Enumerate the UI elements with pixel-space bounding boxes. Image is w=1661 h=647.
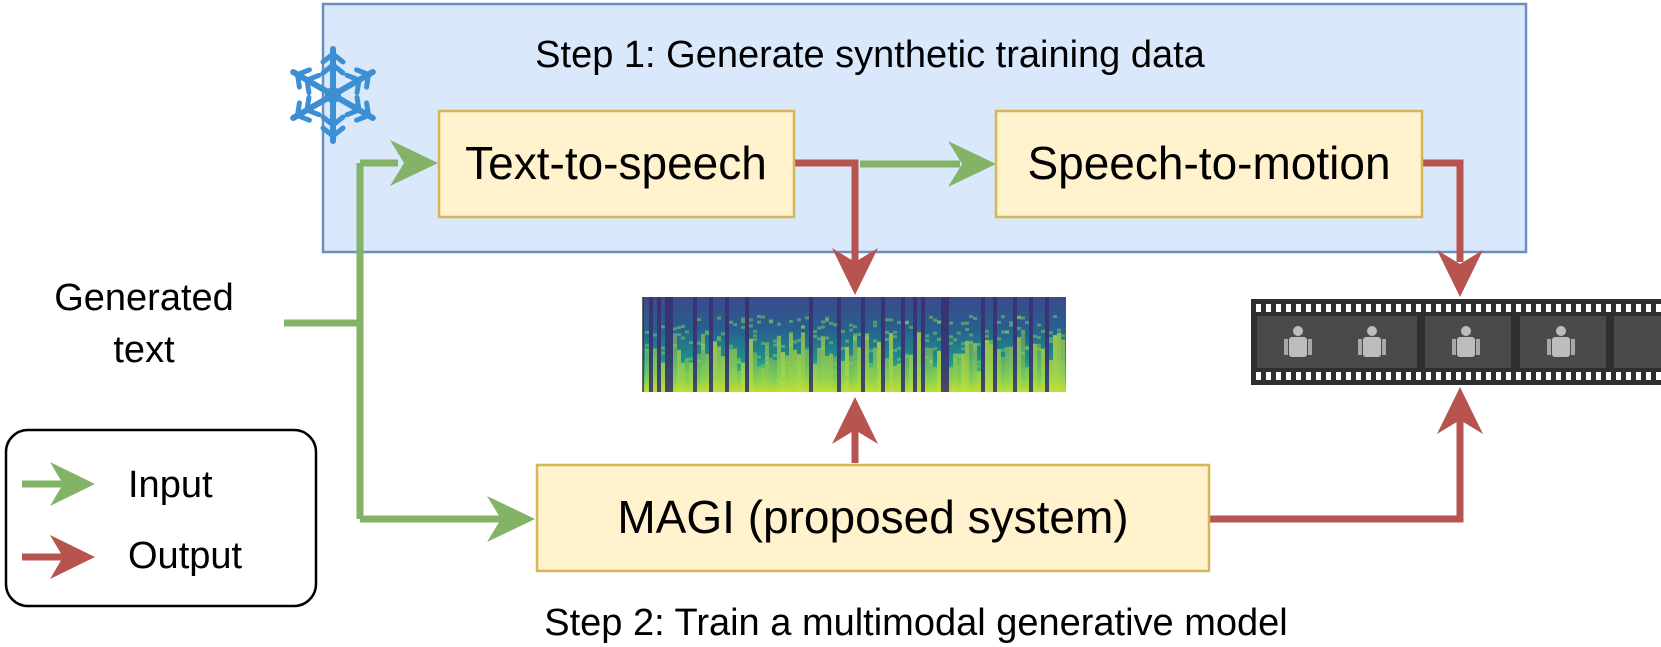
snowflake-icon xyxy=(288,49,378,141)
magi-label: MAGI (proposed system) xyxy=(617,491,1128,543)
speech-to-motion-label: Speech-to-motion xyxy=(1027,137,1390,189)
film-strip-image xyxy=(1251,299,1661,385)
legend: Input Output xyxy=(4,428,318,608)
legend-box xyxy=(4,428,318,608)
text-to-speech-label: Text-to-speech xyxy=(465,137,767,189)
output-legend-arrow-icon xyxy=(50,535,95,579)
input-arrowheads xyxy=(390,140,996,542)
output-arrowheads xyxy=(832,248,1483,444)
text-to-speech-box xyxy=(437,109,796,219)
output-arrows xyxy=(794,159,1464,523)
spectrogram-image xyxy=(642,297,1066,392)
step1-title: Step 1: Generate synthetic training data xyxy=(535,34,1206,76)
generated-text-line1: Generated xyxy=(54,277,234,319)
input-legend-arrow-icon xyxy=(50,462,95,506)
legend-input-label: Input xyxy=(128,464,213,506)
step2-title: Step 2: Train a multimodal generative mo… xyxy=(544,602,1288,644)
generated-text-line2: text xyxy=(113,329,175,371)
input-arrows xyxy=(284,159,960,523)
speech-to-motion-box xyxy=(994,109,1424,219)
magi-box xyxy=(535,463,1211,573)
legend-output-label: Output xyxy=(128,535,243,577)
